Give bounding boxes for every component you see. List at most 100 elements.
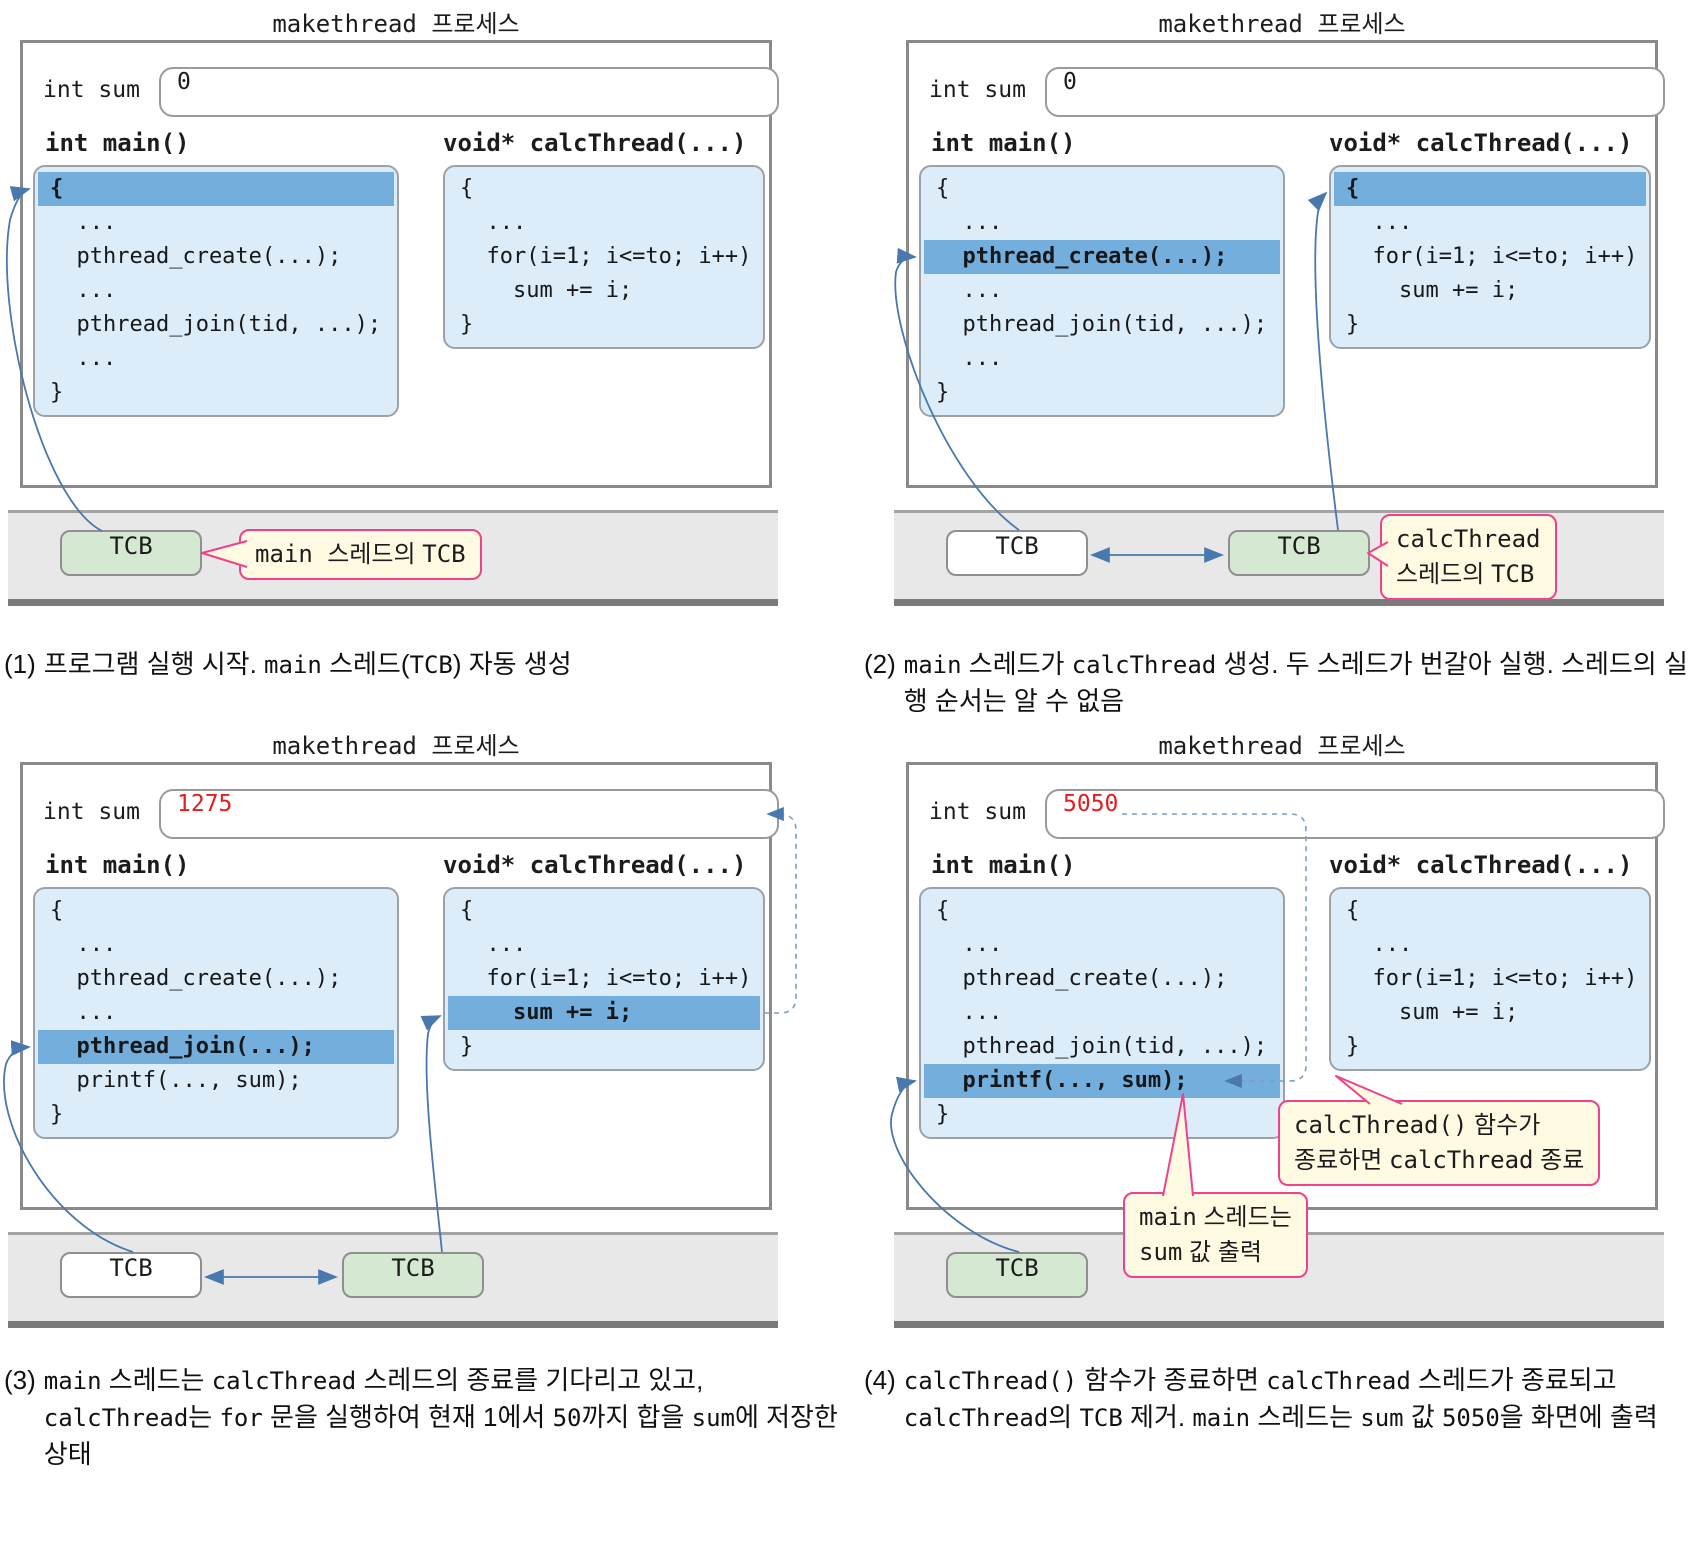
tcb-main-thread: TCB [60, 1252, 202, 1298]
text-segment: 스레드의 [327, 541, 423, 568]
callout-line: sum 값 출력 [1139, 1235, 1292, 1270]
code-line: ... [1346, 932, 1413, 957]
code-line: for(i=1; i<=to; i++) [1346, 966, 1638, 991]
text-segment: makethread [1158, 10, 1318, 38]
text-segment: 까지 합을 [581, 1401, 692, 1432]
panel-2: makethread 프로세스 int sum 0 int main() voi… [848, 0, 1696, 722]
calcthread-code-box: { ... for(i=1; i<=to; i++) sum += i;} [443, 165, 765, 349]
text-segment: 생성. 두 스레드가 번갈아 실행. 스레드의 실행 순서는 알 수 없음 [903, 649, 1688, 716]
main-code-box: { ... pthread_create(...); ... pthread_j… [33, 887, 399, 1139]
text-segment: sum [1139, 1238, 1183, 1266]
text-segment: TCB [1491, 560, 1535, 588]
caption-number: (4) [864, 1365, 896, 1395]
code-line: ... [460, 210, 527, 235]
text-segment: calcThread [1389, 1146, 1534, 1174]
calcthread-function-heading: void* calcThread(...) [443, 129, 747, 157]
text-segment: calcThread [211, 1367, 357, 1395]
code-line-highlighted: sum += i; [448, 996, 760, 1030]
text-segment: calcThread [1396, 525, 1541, 553]
text-segment: TCB [422, 540, 466, 568]
panel-4-diagram: makethread 프로세스 int sum 5050 int main() … [888, 722, 1688, 1347]
code-line: pthread_join(tid, ...); [936, 312, 1268, 337]
code-line: pthread_join(tid, ...); [50, 312, 382, 337]
text-segment: calcThread [43, 1403, 189, 1432]
code-line: { [460, 898, 474, 923]
text-segment: 스레드( [321, 649, 410, 679]
code-line: { [1346, 898, 1360, 923]
code-line: } [936, 380, 950, 405]
code-line: } [50, 1102, 64, 1127]
sum-variable-label: int sum [929, 799, 1026, 825]
tcb-calcthread: TCB [342, 1252, 484, 1298]
code-line-highlighted: pthread_join(...); [38, 1030, 394, 1064]
code-line: for(i=1; i<=to; i++) [1346, 244, 1638, 269]
text-segment: makethread [1158, 732, 1318, 760]
text-segment: 을 화면에 출력 [1499, 1401, 1658, 1432]
sum-variable-label: int sum [43, 77, 140, 103]
code-line: ... [50, 210, 117, 235]
code-line: } [1346, 312, 1360, 337]
main-code-box: { ... pthread_create(...); ... pthread_j… [33, 165, 399, 417]
code-line: ... [936, 1000, 1003, 1025]
text-segment: 는 [188, 1401, 220, 1432]
text-segment: 프로세스 [431, 11, 520, 38]
calcthread-code-box: { ... for(i=1; i<=to; i++) sum += i;} [443, 887, 765, 1071]
code-line: ... [936, 210, 1003, 235]
text-segment: sum [691, 1403, 735, 1432]
main-function-heading: int main() [45, 851, 190, 879]
tcb-calcthread: TCB [1228, 530, 1370, 576]
code-line: pthread_create(...); [936, 966, 1228, 991]
code-line: sum += i; [460, 278, 633, 303]
text-segment: 의 [1048, 1401, 1080, 1432]
text-segment: 함수가 [1467, 1112, 1541, 1139]
callout-calcthread-end: calcThread() 함수가 종료하면 calcThread 종료 [1278, 1100, 1601, 1186]
code-line: ... [50, 932, 117, 957]
text-segment: 스레드가 종료되고 [1410, 1365, 1617, 1395]
text-segment: calcThread [903, 1403, 1049, 1432]
caption-number: (1) [4, 649, 36, 679]
code-line: ... [50, 278, 117, 303]
code-line: ... [936, 346, 1003, 371]
code-line: } [460, 312, 474, 337]
code-line: for(i=1; i<=to; i++) [460, 966, 752, 991]
code-line: { [936, 176, 950, 201]
text-segment: main [1192, 1403, 1251, 1432]
callout-line: calcThread() 함수가 [1294, 1108, 1584, 1143]
text-segment: makethread [272, 10, 432, 38]
main-function-heading: int main() [931, 129, 1076, 157]
text-segment: 스레드는 [1196, 1204, 1292, 1231]
code-line: { [936, 898, 950, 923]
sum-value: 0 [1063, 69, 1077, 95]
panel-4: makethread 프로세스 int sum 5050 int main() … [848, 722, 1696, 1546]
process-box: int sum 0 int main() void* calcThread(..… [20, 40, 779, 488]
text-segment: 값 [1403, 1401, 1442, 1432]
code-line: { [460, 176, 474, 201]
text-segment: 스레드의 종료를 기다리고 있고, [356, 1365, 704, 1395]
text-segment: calcThread() [1294, 1111, 1468, 1139]
sum-value-box: 0 [159, 67, 779, 117]
code-line: } [936, 1102, 950, 1127]
process-title: makethread 프로세스 [20, 4, 772, 39]
text-segment: calcThread [1071, 651, 1217, 679]
text-segment: ) 자동 생성 [452, 649, 572, 679]
caption-text: calcThread() 함수가 종료하면 calcThread 스레드가 종료… [904, 1362, 1688, 1436]
text-segment: calcThread [1266, 1367, 1411, 1395]
text-segment: main [1139, 1203, 1197, 1231]
code-line: } [460, 1034, 474, 1059]
panel-1-diagram: makethread 프로세스 int sum 0 int main() voi… [2, 0, 802, 625]
code-line-highlighted: printf(..., sum); [924, 1064, 1280, 1098]
text-segment: TCB [409, 651, 453, 679]
caption-text: main 스레드가 calcThread 생성. 두 스레드가 번갈아 실행. … [904, 646, 1688, 720]
text-segment: 값 출력 [1182, 1239, 1262, 1266]
text-segment: 스레드가 [961, 649, 1072, 679]
code-line: } [1346, 1034, 1360, 1059]
calcthread-code-box: { ... for(i=1; i<=to; i++) sum += i;} [1329, 165, 1651, 349]
text-segment: 제거. [1122, 1401, 1193, 1432]
text-segment: calcThread() [903, 1367, 1078, 1395]
text-segment: 프로그램 실행 시작. [43, 649, 265, 679]
callout-main-tcb: main 스레드의 TCB [239, 529, 482, 580]
code-line: ... [936, 278, 1003, 303]
process-title: makethread 프로세스 [906, 4, 1658, 39]
caption-4: (4) calcThread() 함수가 종료하면 calcThread 스레드… [864, 1362, 1688, 1436]
code-line: ... [50, 346, 117, 371]
